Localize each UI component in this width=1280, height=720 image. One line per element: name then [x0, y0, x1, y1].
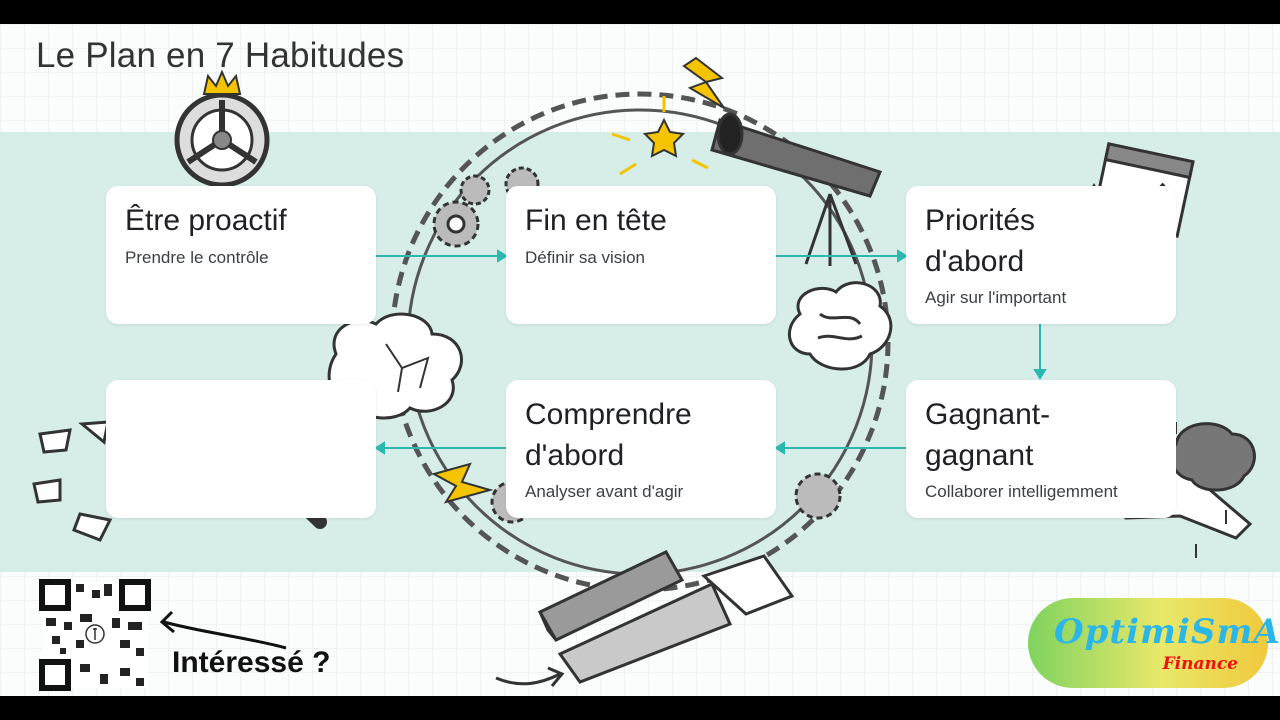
lightning-icon	[682, 56, 725, 109]
qr-label: Intéressé ?	[172, 646, 331, 679]
card-heading: Être proactif	[125, 204, 287, 237]
saw-icon	[495, 554, 795, 687]
card-comprendre-dabord: Comprendre d'abord Analyser avant d'agir	[506, 380, 776, 518]
logo-main-text: OptimiSmArt	[1054, 612, 1280, 652]
lightning-icon	[431, 462, 494, 504]
card-priorites-dabord: Priorités d'abord Agir sur l'important	[906, 186, 1176, 324]
card-etre-proactif: Être proactif Prendre le contrôle	[106, 186, 376, 324]
slide: Le Plan en 7 Habitudes Être proactif Pre…	[0, 24, 1280, 696]
card-subtitle: Agir sur l'important	[925, 288, 1067, 307]
card-heading: Gagnant- gagnant	[925, 398, 1051, 472]
crown-icon	[202, 69, 242, 95]
card-heading: Fin en tête	[525, 204, 667, 237]
wood-block-icon	[537, 550, 685, 642]
steering-wheel-icon	[174, 92, 270, 188]
telescope-icon	[710, 112, 883, 266]
card-subtitle: Définir sa vision	[525, 248, 645, 267]
logo-sub-text: Finance	[1162, 654, 1238, 674]
card-heading: Comprendre d'abord	[525, 398, 692, 472]
page-title: Le Plan en 7 Habitudes	[36, 36, 405, 75]
star-icon	[611, 96, 709, 176]
card-subtitle: Prendre le contrôle	[125, 248, 269, 267]
qr-code-icon	[39, 579, 151, 691]
card-empty	[106, 380, 376, 518]
pointer-arrow	[159, 610, 287, 650]
card-subtitle: Collaborer intelligemment	[925, 482, 1118, 501]
illustration-layer	[32, 56, 1256, 691]
flow-arrows	[374, 249, 1047, 455]
card-gagnant-gagnant: Gagnant- gagnant Collaborer intelligemme…	[906, 380, 1176, 518]
card-fin-en-tete: Fin en tête Définir sa vision	[506, 186, 776, 324]
brain-icon	[788, 281, 893, 371]
card-heading: Priorités d'abord	[925, 204, 1036, 278]
optimismart-logo: OptimiSmArt Finance	[1028, 598, 1280, 688]
card-subtitle: Analyser avant d'agir	[525, 482, 684, 501]
gears-icon	[794, 472, 842, 520]
